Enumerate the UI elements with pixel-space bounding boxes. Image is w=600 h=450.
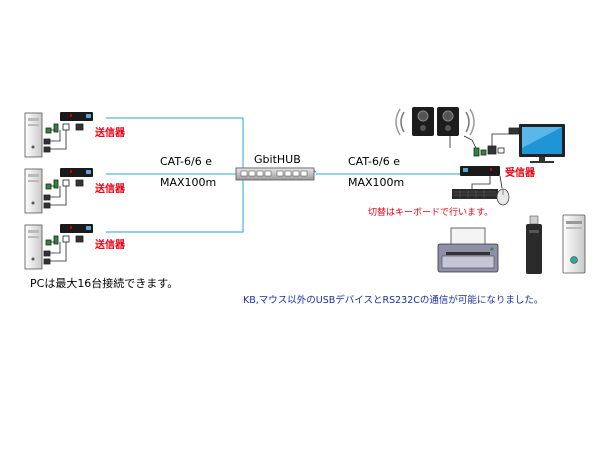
network-cables [106,117,460,233]
external-drive-icon [562,214,586,274]
receiver-connectors-icon [449,127,520,157]
printer-icon [437,227,499,273]
pc-note: PCは最大16台接続できます。 [30,277,179,290]
cable-line-pc3 [106,180,244,233]
pc-tower-icon [24,168,43,214]
monitor-icon [519,124,565,163]
receiver-label: 受信器 [505,168,535,179]
mouse-icon [496,175,510,206]
transmitter-label-2: 送信器 [95,184,125,195]
speakers-icon [395,107,475,136]
cable-connectors-icon [43,235,84,265]
usb-memory-icon [526,215,542,274]
cable-max-right: MAX100m [348,176,405,189]
gbit-hub-icon [235,167,317,181]
transmitter-device-icon [60,168,93,177]
pc-unit-3 [24,224,93,270]
cable-connectors-icon [43,123,84,153]
pc-tower-icon [24,224,43,270]
usb-note: KB,マウス以外のUSBデバイスとRS232Cの通信が可能になりました。 [243,295,544,306]
transmitter-device-icon [60,112,93,121]
cable-type-right: CAT-6/6 e [348,155,400,168]
cable-connectors-icon [43,179,84,209]
cable-type-left: CAT-6/6 e [160,155,212,168]
cable-line-pc1 [106,117,244,170]
pc-unit-1 [24,112,93,158]
hub-label: GbitHUB [254,153,301,166]
switch-note: 切替はキーボードで行います。 [368,208,494,218]
transmitter-label-1: 送信器 [95,128,125,139]
keyboard-icon [452,176,498,199]
pc-unit-2 [24,168,93,214]
cable-max-left: MAX100m [160,176,217,189]
receiver-device-icon [460,166,500,176]
pc-tower-icon [24,112,43,158]
transmitter-device-icon [60,224,93,233]
transmitter-label-3: 送信器 [95,240,125,251]
